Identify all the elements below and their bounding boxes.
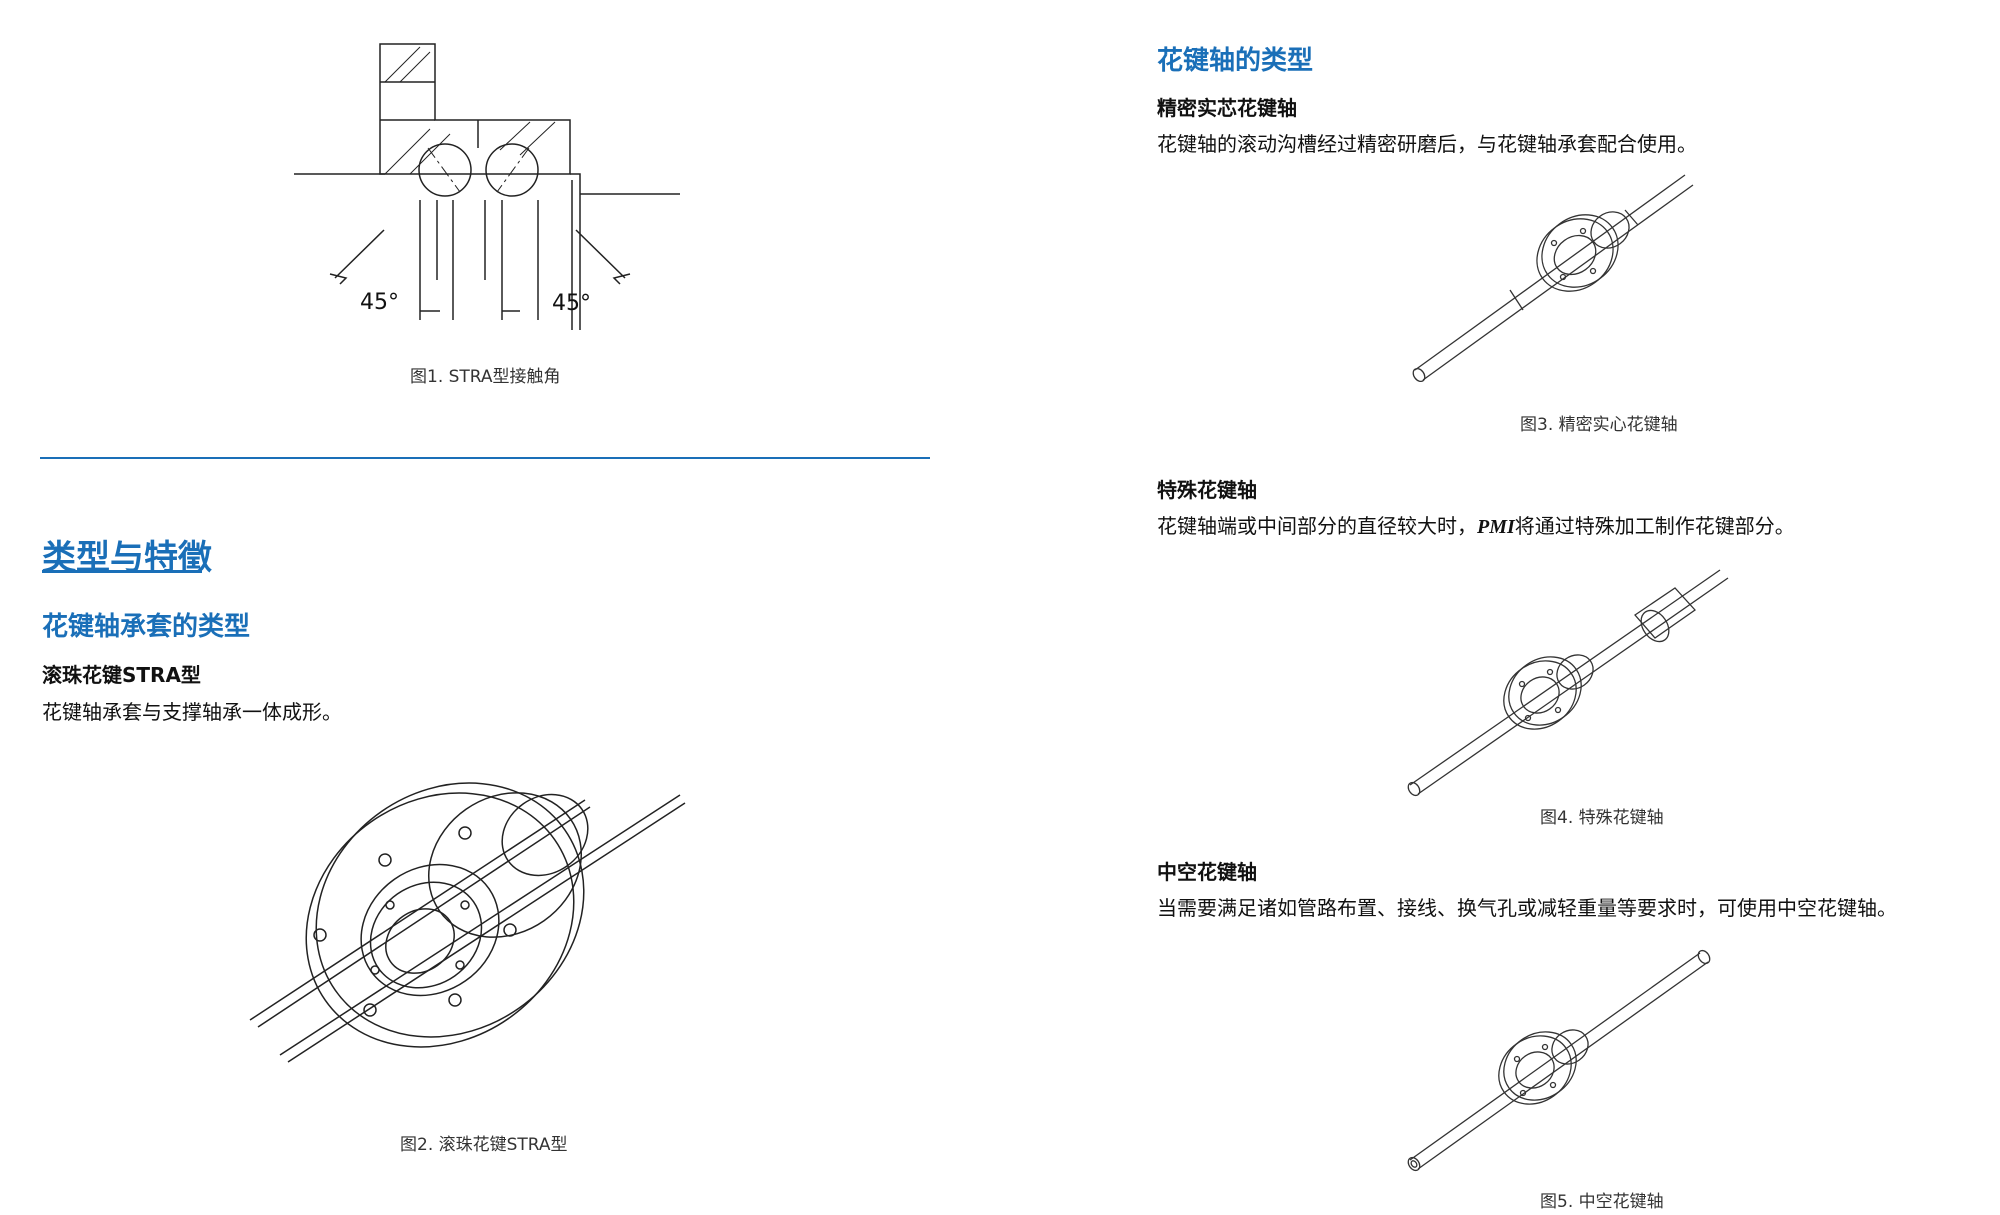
hollow-shaft-illustration bbox=[1407, 949, 1711, 1172]
special-shaft-title: 特殊花键轴 bbox=[1157, 478, 1257, 502]
special-shaft-text-b: 将通过特殊加工制作花键部分。 bbox=[1514, 514, 1795, 538]
figure1-caption: 图1. STRA型接触角 bbox=[410, 367, 561, 387]
precision-solid-text: 花键轴的滚动沟槽经过精密研磨后，与花键轴承套配合使用。 bbox=[1157, 132, 1697, 156]
pmi-brand: PMI bbox=[1477, 516, 1515, 538]
item-title: 滚珠花键STRA型 bbox=[42, 663, 201, 687]
angle-label-right: 45° bbox=[552, 291, 591, 316]
precision-solid-title: 精密实芯花键轴 bbox=[1157, 96, 1297, 120]
figure3-caption: 图3. 精密实心花键轴 bbox=[1520, 415, 1678, 435]
precision-solid-shaft-illustration bbox=[1412, 174, 1694, 383]
section-title-underline bbox=[42, 570, 202, 573]
figure4-caption: 图4. 特殊花键轴 bbox=[1540, 808, 1664, 828]
hollow-shaft-text: 当需要满足诸如管路布置、接线、换气孔或减轻重量等要求时，可使用中空花键轴。 bbox=[1157, 896, 1897, 920]
figure2-caption: 图2. 滚珠花键STRA型 bbox=[400, 1135, 568, 1155]
figure5-caption: 图5. 中空花键轴 bbox=[1540, 1192, 1664, 1212]
subsection-title: 花键轴承套的类型 bbox=[42, 612, 251, 642]
item-text: 花键轴承套与支撑轴承一体成形。 bbox=[42, 700, 342, 724]
spline-shaft-types-title: 花键轴的类型 bbox=[1157, 46, 1314, 76]
contact-angle-diagram bbox=[294, 43, 680, 330]
special-shaft-illustration bbox=[1407, 569, 1729, 797]
special-shaft-text: 花键轴端或中间部分的直径较大时，PMI将通过特殊加工制作花键部分。 bbox=[1157, 510, 1795, 539]
section-divider bbox=[40, 457, 930, 459]
ball-spline-stra-illustration bbox=[249, 782, 686, 1063]
special-shaft-text-a: 花键轴端或中间部分的直径较大时， bbox=[1157, 514, 1477, 538]
hollow-shaft-title: 中空花键轴 bbox=[1157, 860, 1257, 884]
angle-label-left: 45° bbox=[360, 290, 399, 315]
